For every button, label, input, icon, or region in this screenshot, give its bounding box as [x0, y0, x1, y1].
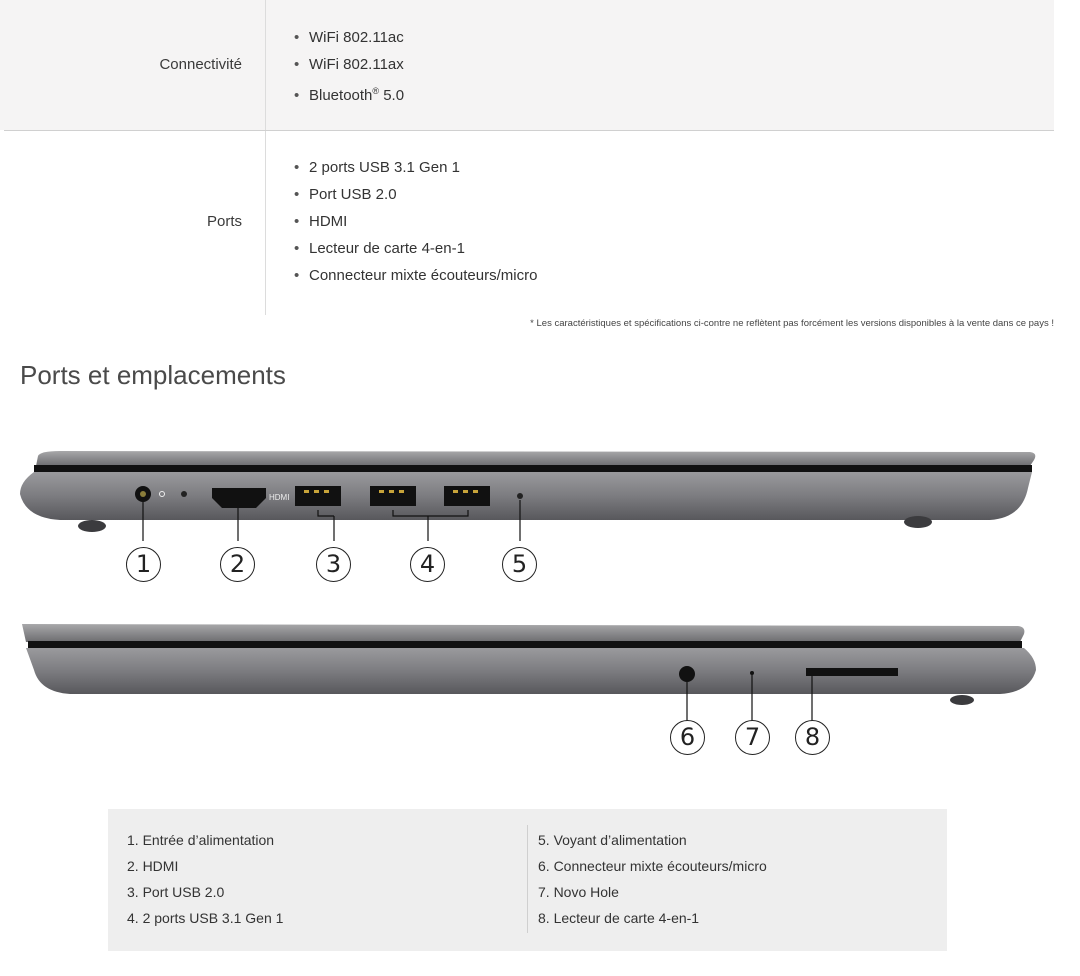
callout-2: 2: [220, 547, 255, 582]
hdmi-port-label: HDMI: [269, 493, 289, 502]
list-item: •HDMI: [294, 213, 348, 230]
registered-mark: ®: [372, 86, 380, 96]
legend-left-column: 1. Entrée d’alimentation 2. HDMI 3. Port…: [127, 827, 283, 931]
callout-7: 7: [735, 720, 770, 755]
legend-item: 7. Novo Hole: [538, 884, 619, 900]
spec-divider: [265, 131, 266, 315]
callout-3: 3: [316, 547, 351, 582]
callout-4: 4: [410, 547, 445, 582]
spec-row-connectivity: Connectivité •WiFi 802.11ac •WiFi 802.11…: [0, 0, 1054, 130]
ports-list: •2 ports USB 3.1 Gen 1 •Port USB 2.0 •HD…: [294, 154, 537, 289]
spec-label-ports: Ports: [206, 213, 242, 230]
connectivity-list: •WiFi 802.11ac •WiFi 802.11ax •Bluetooth…: [294, 24, 404, 109]
section-title: Ports et emplacements: [20, 360, 286, 390]
laptop-left-side-image: HDMI: [0, 446, 1080, 541]
callout-5: 5: [502, 547, 537, 582]
legend-item: 8. Lecteur de carte 4-en-1: [538, 910, 700, 926]
callout-1: 1: [126, 547, 161, 582]
legend-item: 3. Port USB 2.0: [127, 884, 225, 900]
list-item: •WiFi 802.11ax: [294, 56, 404, 73]
callout-8: 8: [795, 720, 830, 755]
legend-item: 6. Connecteur mixte écouteurs/micro: [538, 858, 767, 874]
legend-item: 2. HDMI: [127, 858, 179, 874]
list-item: •2 ports USB 3.1 Gen 1: [294, 159, 460, 176]
spec-divider: [265, 0, 266, 130]
legend-item: 4. 2 ports USB 3.1 Gen 1: [127, 910, 284, 926]
legend-divider: [527, 825, 528, 933]
callout-6: 6: [670, 720, 705, 755]
legend-right-column: 5. Voyant d’alimentation 6. Connecteur m…: [538, 827, 767, 931]
spec-label-connectivity: Connectivité: [159, 56, 242, 73]
list-item: •Connecteur mixte écouteurs/micro: [294, 267, 538, 284]
ports-legend: 1. Entrée d’alimentation 2. HDMI 3. Port…: [108, 809, 947, 951]
disclaimer: * Les caractéristiques et spécifications…: [530, 318, 1054, 329]
list-item: •Lecteur de carte 4-en-1: [294, 240, 465, 257]
list-item: •WiFi 802.11ac: [294, 29, 404, 46]
spec-row-ports: Ports •2 ports USB 3.1 Gen 1 •Port USB 2…: [0, 131, 1054, 315]
list-item: •Bluetooth® 5.0: [294, 86, 405, 104]
list-item: •Port USB 2.0: [294, 186, 397, 203]
legend-item: 5. Voyant d’alimentation: [538, 832, 687, 848]
row-separator: [4, 130, 1054, 131]
legend-item: 1. Entrée d’alimentation: [127, 832, 275, 848]
laptop-right-side-image: [0, 618, 1080, 724]
